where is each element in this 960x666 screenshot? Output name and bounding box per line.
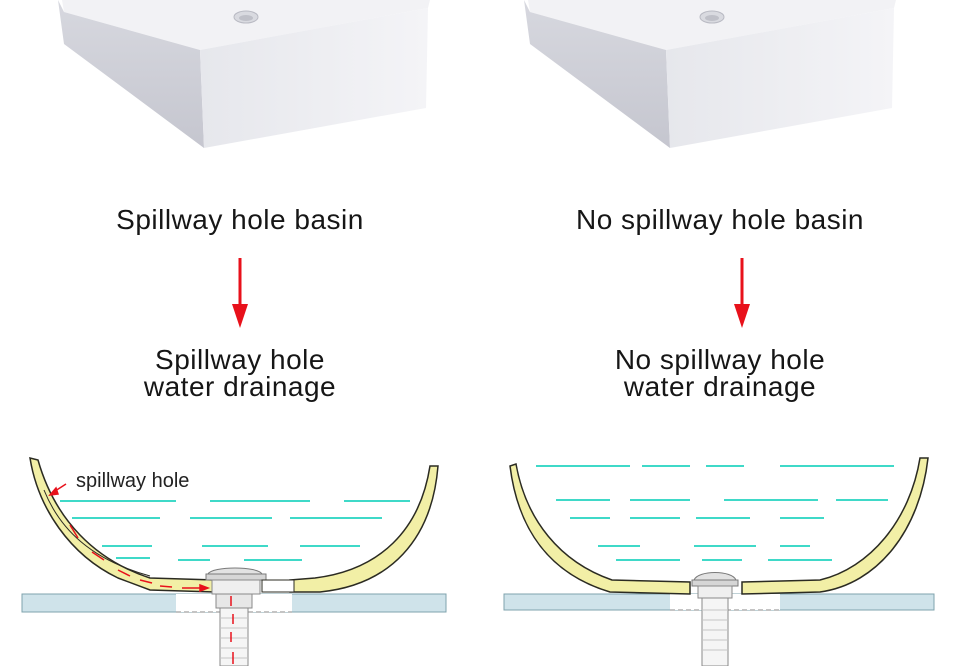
drain-pipe-icon	[205, 567, 295, 666]
panel-spillway-basin: Spillway hole basin Spillway hole water …	[0, 0, 480, 666]
down-arrow-icon	[734, 258, 750, 328]
drainage-result-caption: No spillway hole water drainage	[480, 344, 960, 402]
basin-photo-icon	[524, 0, 896, 148]
drainage-result-line1: Spillway hole	[155, 344, 325, 375]
basin-cross-section-icon	[21, 456, 447, 666]
basin-photo-icon	[58, 0, 430, 148]
basin-type-title: Spillway hole basin	[116, 204, 364, 235]
down-arrow-icon	[232, 258, 248, 328]
spillway-hole-label: spillway hole	[76, 470, 190, 492]
panel-no-spillway-basin: No spillway hole basin No spillway hole …	[480, 0, 960, 666]
drainage-result-line2: water drainage	[623, 371, 817, 402]
basin-type-title: No spillway hole basin	[575, 204, 865, 235]
drainage-result-caption: Spillway hole water drainage	[0, 344, 480, 402]
drainage-result-line2: water drainage	[143, 371, 337, 402]
drain-pipe-icon	[691, 572, 739, 666]
drainage-result-line1: No spillway hole	[614, 344, 826, 375]
basin-cross-section-icon	[503, 457, 935, 666]
